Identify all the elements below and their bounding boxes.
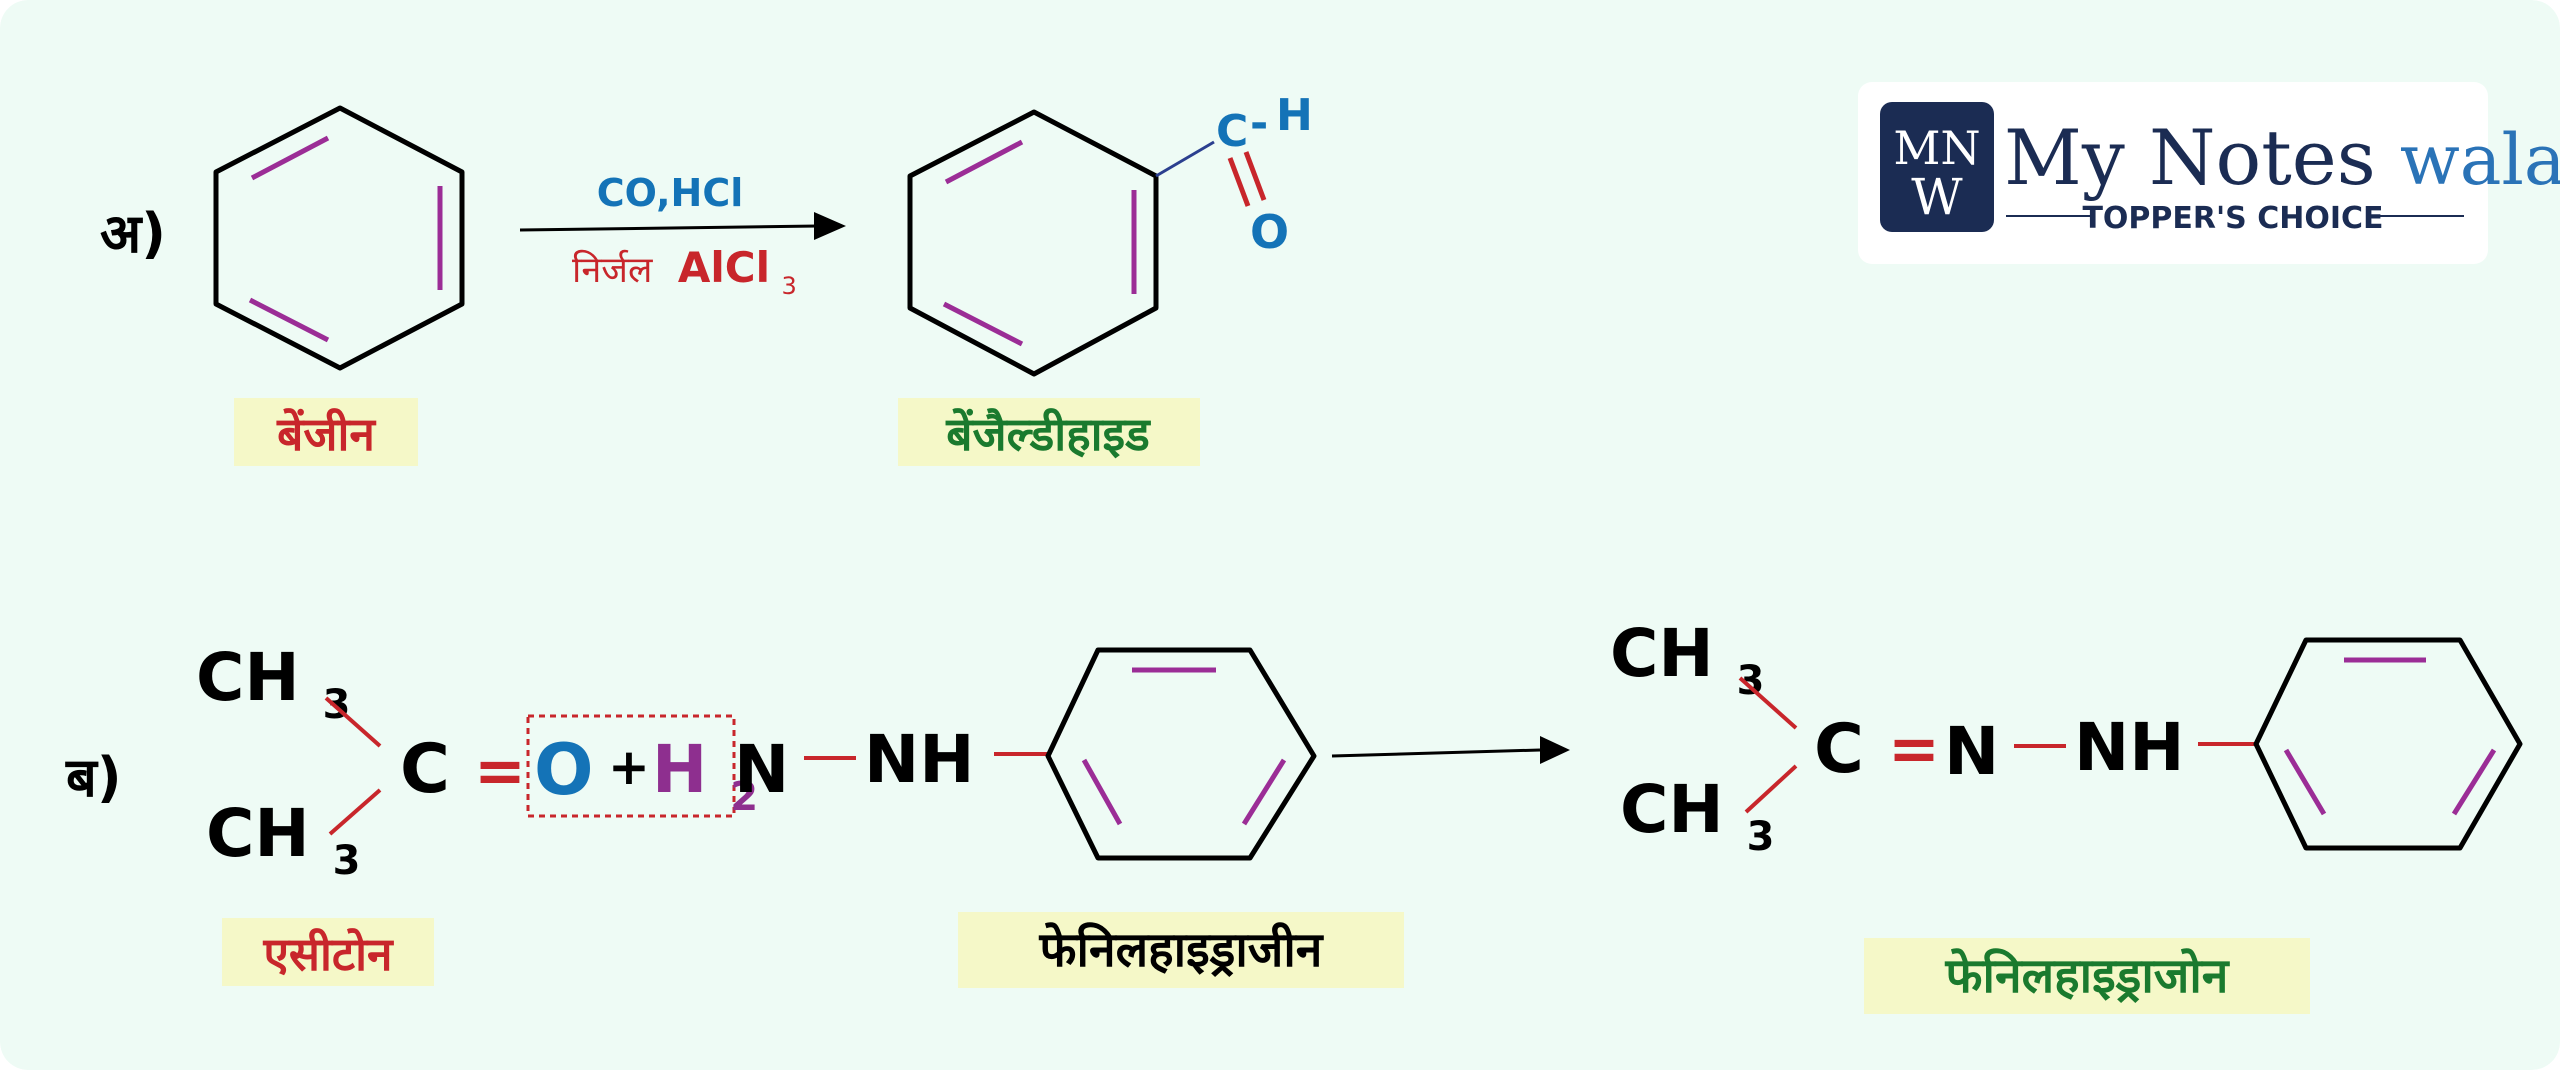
aldehyde-carbon: C bbox=[1216, 106, 1248, 157]
product-bond-top bbox=[1738, 676, 1798, 730]
phenylhydrazone-ring bbox=[2253, 637, 2523, 851]
benzene-label: बेंजीन bbox=[276, 407, 376, 461]
phenylhydrazine-label-bg bbox=[958, 912, 1404, 988]
logo-brand-notes: Notes bbox=[2149, 113, 2376, 202]
acetone-carbon: C bbox=[400, 730, 450, 809]
reagent-alcl-sub: 3 bbox=[781, 272, 796, 300]
reaction-b-marker: ब) bbox=[65, 746, 122, 809]
hydrazine-h2: H 2 bbox=[652, 731, 758, 820]
acetone-bond-top bbox=[324, 696, 382, 748]
acetone-ch3-bottom-main: CH bbox=[206, 795, 310, 872]
reaction-a-arrow bbox=[519, 212, 846, 240]
product-ch3-bottom-sub: 3 bbox=[1747, 814, 1775, 860]
logo-monogram-box bbox=[1880, 102, 1994, 232]
acetone-double-bond: = bbox=[474, 734, 526, 807]
benzene-ring bbox=[213, 105, 465, 371]
product-ch3-bottom: CH 3 bbox=[1620, 771, 1775, 860]
reaction-a-marker: अ) bbox=[100, 202, 166, 265]
benzene-label-bg bbox=[234, 398, 418, 466]
plus-sign: + bbox=[608, 738, 650, 796]
acetone-ch3-top-main: CH bbox=[196, 639, 300, 716]
logo-brand-wala: wala bbox=[2400, 119, 2560, 201]
benzaldehyde-label-bg bbox=[898, 398, 1200, 466]
hydrazine-h: H bbox=[652, 731, 707, 808]
reagent-anhydrous-word: निर्जल bbox=[572, 249, 653, 291]
reagent-anhydrous-alcl3: निर्जल AlCl 3 bbox=[572, 243, 797, 300]
aldehyde-bond bbox=[1155, 140, 1215, 178]
elimination-box bbox=[526, 714, 736, 818]
benzaldehyde-label: बेंजैल्डीहाइड bbox=[945, 407, 1151, 461]
acetone-oxygen: O bbox=[534, 729, 594, 811]
product-ch3-bottom-main: CH bbox=[1620, 771, 1724, 848]
product-ch3-top-main: CH bbox=[1610, 615, 1714, 692]
reagent-co-hcl: CO,HCl bbox=[597, 171, 744, 215]
phenylhydrazine-label: फेनिलहाइड्राजीन bbox=[1039, 922, 1325, 978]
acetone-ch3-bottom-sub: 3 bbox=[333, 838, 361, 884]
logo-brand-my: My bbox=[2004, 113, 2125, 202]
logo-monogram-top: MN bbox=[1893, 121, 1980, 175]
aldehyde-oxygen: O bbox=[1250, 205, 1289, 259]
logo-card bbox=[1858, 82, 2488, 264]
acetone-label-bg bbox=[222, 918, 434, 986]
aldehyde-hydrogen: H bbox=[1276, 90, 1313, 141]
phenylhydrazine-ring bbox=[1045, 647, 1317, 861]
phenylhydrazone-label-bg bbox=[1864, 938, 2310, 1014]
hydrazine-nh: NH bbox=[864, 721, 974, 798]
logo-tagline: TOPPER'S CHOICE bbox=[2082, 201, 2383, 236]
acetone-bond-bottom bbox=[328, 788, 382, 836]
product-double-bond: = bbox=[1888, 712, 1940, 785]
logo-monogram-bottom: W bbox=[1911, 168, 1963, 226]
acetone-label: एसीटोन bbox=[262, 927, 394, 981]
product-bond-bottom bbox=[1744, 764, 1798, 814]
phenylhydrazone-label: फेनिलहाइड्राजोन bbox=[1945, 948, 2231, 1004]
brand-logo: MN W My Notes wala TOPPER'S CHOICE bbox=[1858, 82, 2560, 264]
carbonyl-double-bond bbox=[1227, 151, 1267, 207]
logo-brand-name: My Notes wala bbox=[2004, 113, 2560, 202]
acetone-ch3-top: CH 3 bbox=[196, 639, 351, 728]
product-nitrogen: N bbox=[1944, 713, 1999, 790]
reagent-alcl: AlCl bbox=[678, 243, 770, 292]
hydrazine-nitrogen: N bbox=[734, 731, 789, 808]
reaction-b-arrow bbox=[1331, 736, 1570, 764]
aldehyde-dash: - bbox=[1250, 98, 1268, 149]
product-carbon: C bbox=[1814, 710, 1864, 789]
product-nh: NH bbox=[2074, 709, 2184, 786]
acetone-ch3-bottom: CH 3 bbox=[206, 795, 361, 884]
hydrazine-h-sub: 2 bbox=[730, 774, 758, 820]
